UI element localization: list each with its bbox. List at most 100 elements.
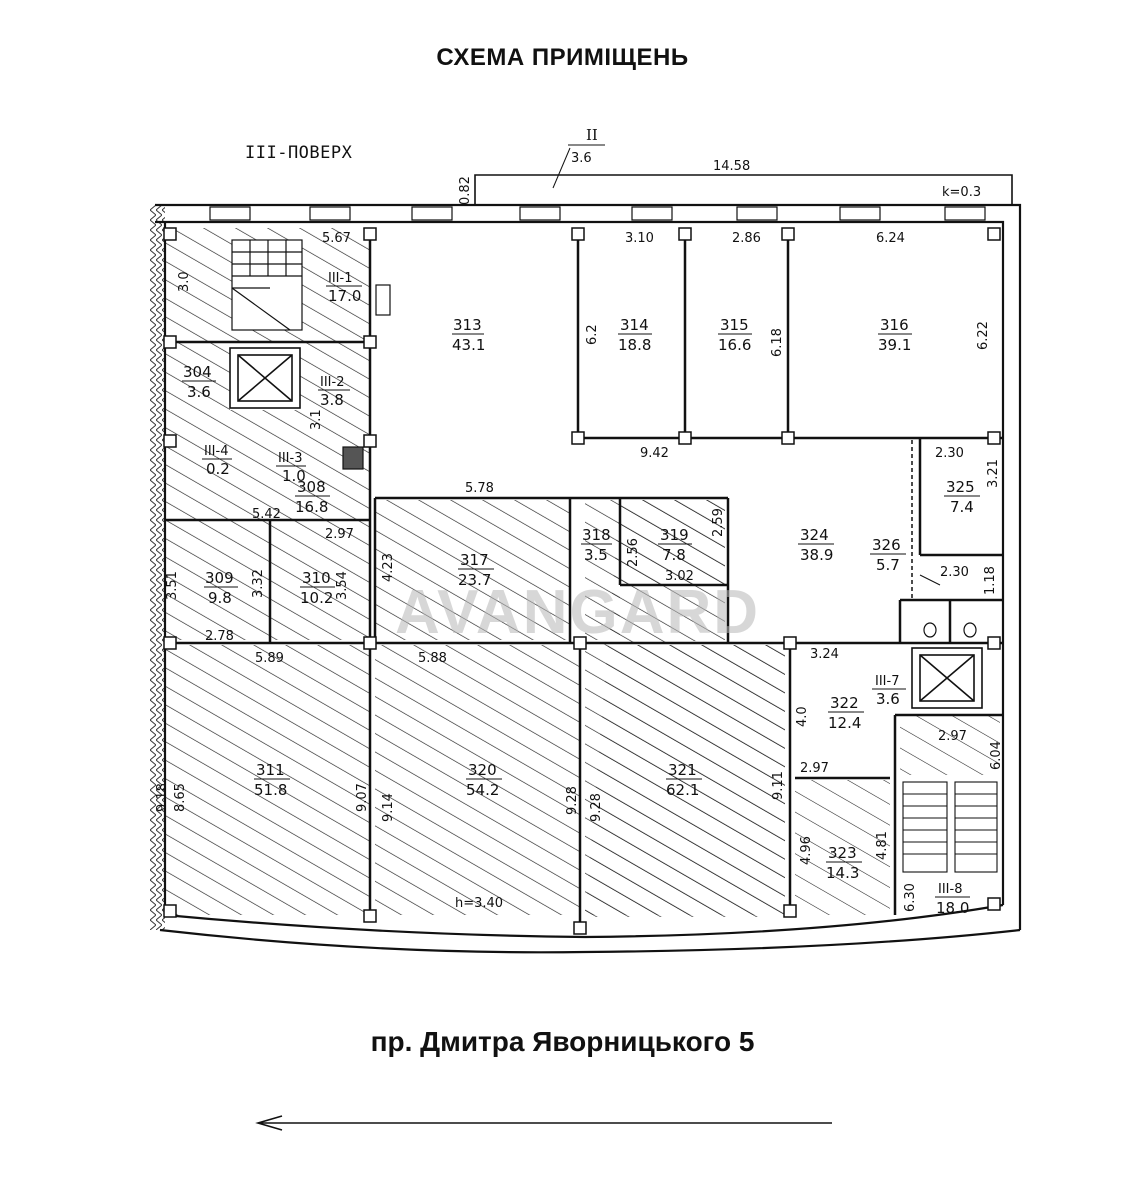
plan-label: 3.24 bbox=[810, 647, 839, 662]
plan-label: 9.28 bbox=[565, 786, 580, 815]
plan-label: 325 bbox=[946, 478, 975, 496]
plan-label: 318 bbox=[582, 526, 611, 544]
elevator-shaft-1 bbox=[229, 347, 301, 409]
plan-label: 14.58 bbox=[713, 159, 750, 174]
plan-label: III-1 bbox=[328, 271, 352, 286]
plan-label: 3.5 bbox=[584, 546, 608, 564]
plan-label: III-4 bbox=[204, 444, 228, 459]
plan-label: 317 bbox=[460, 551, 489, 569]
plan-label: 5.78 bbox=[465, 481, 494, 496]
plan-label: 16.6 bbox=[718, 336, 751, 354]
room-III-2: III-23.8 bbox=[318, 375, 350, 409]
plan-label: 6.22 bbox=[976, 321, 991, 350]
plan-label: 2.59 bbox=[711, 508, 726, 537]
plan-label: 3.6 bbox=[876, 690, 900, 708]
plan-label: 2.86 bbox=[732, 231, 761, 246]
plan-label: 309 bbox=[205, 569, 234, 587]
plan-label: 5.88 bbox=[418, 651, 447, 666]
plan-label: 3.51 bbox=[165, 571, 180, 600]
plan-label: 2.97 bbox=[325, 527, 354, 542]
plan-label: 9.42 bbox=[640, 446, 669, 461]
plan-label: 1.18 bbox=[983, 566, 998, 595]
plan-label: 2.30 bbox=[940, 565, 969, 580]
plan-label: 3.32 bbox=[251, 569, 266, 598]
plan-label: III-7 bbox=[875, 674, 899, 689]
plan-label: 5.67 bbox=[322, 231, 351, 246]
plan-label: 3.21 bbox=[986, 459, 1001, 488]
plan-label: 43.1 bbox=[452, 336, 485, 354]
plan-label: 4.0 bbox=[795, 706, 810, 727]
plan-label: 10.2 bbox=[300, 589, 333, 607]
plan-label: 0.2 bbox=[206, 460, 230, 478]
plan-label: h=3.40 bbox=[455, 896, 503, 911]
plan-label: 2.56 bbox=[626, 538, 641, 567]
room-III-4: III-40.2 bbox=[202, 444, 232, 478]
plan-label: 18.0 bbox=[936, 899, 969, 917]
plan-label: 9.28 bbox=[589, 793, 604, 822]
plan-label: 1.0 bbox=[282, 467, 306, 485]
plan-label: 7.8 bbox=[662, 546, 686, 564]
plan-label: 5.7 bbox=[876, 556, 900, 574]
columns bbox=[163, 227, 1001, 935]
plan-label: 4.23 bbox=[381, 553, 396, 582]
plan-label: 4.81 bbox=[875, 831, 890, 860]
staircase-north bbox=[231, 239, 303, 331]
elevator-shaft-2 bbox=[911, 647, 983, 709]
plan-label: 51.8 bbox=[254, 781, 287, 799]
plan-label: 3.02 bbox=[665, 569, 694, 584]
street-address: пр. Дмитра Яворницького 5 bbox=[370, 1026, 755, 1057]
plan-label: 6.30 bbox=[903, 883, 918, 912]
staircase-south bbox=[902, 781, 998, 873]
plan-label: 12.4 bbox=[828, 714, 861, 732]
plan-label: 16.8 bbox=[295, 498, 328, 516]
plan-label: 9.8 bbox=[208, 589, 232, 607]
hatched-areas bbox=[165, 228, 1000, 917]
plan-label: 315 bbox=[720, 316, 749, 334]
plan-label: 17.0 bbox=[328, 287, 361, 305]
balcony-number: II bbox=[586, 126, 598, 144]
plan-label: 5.89 bbox=[255, 651, 284, 666]
plan-label: 3.0 bbox=[177, 271, 192, 292]
room-315: 315 16.6 bbox=[718, 316, 752, 354]
plan-label: 7.4 bbox=[950, 498, 974, 516]
plan-label: 3.1 bbox=[309, 409, 324, 430]
plan-label: 0.82 bbox=[458, 176, 473, 205]
toilets bbox=[923, 622, 977, 638]
plan-label: 2.97 bbox=[938, 729, 967, 744]
watermark: AVANGARD bbox=[395, 578, 760, 647]
street-direction-arrow bbox=[255, 1115, 832, 1131]
plan-label: III-2 bbox=[320, 375, 344, 390]
plan-label: 319 bbox=[660, 526, 689, 544]
plan-label: 3.54 bbox=[335, 571, 350, 600]
plan-label: 3.10 bbox=[625, 231, 654, 246]
plan-label: III-3 bbox=[278, 451, 302, 466]
plan-label: 326 bbox=[872, 536, 901, 554]
plan-label: 9.07 bbox=[355, 783, 370, 812]
room-III-1: III-117.0 bbox=[326, 271, 362, 305]
plan-label: 2.97 bbox=[800, 761, 829, 776]
plan-label: 304 bbox=[183, 363, 212, 381]
plan-label: 2.30 bbox=[935, 446, 964, 461]
plan-label: 2.78 bbox=[205, 629, 234, 644]
plan-label: 3.8 bbox=[320, 391, 344, 409]
plan-label: 8.65 bbox=[173, 783, 188, 812]
plan-label: 9.14 bbox=[381, 793, 396, 822]
plan-label: 9.11 bbox=[771, 771, 786, 800]
